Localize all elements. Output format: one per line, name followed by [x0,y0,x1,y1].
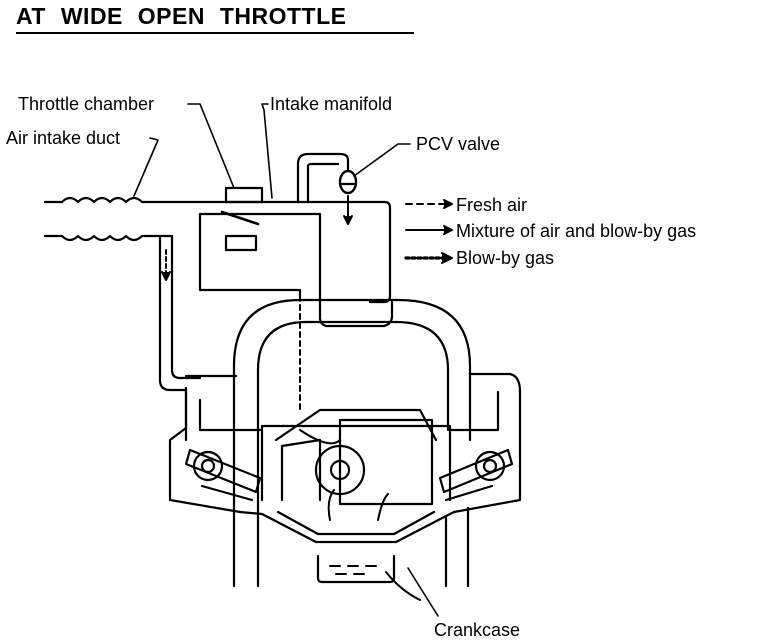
crankcase-label: Crankcase [434,620,521,640]
air-intake-duct-label: Air intake duct [6,128,121,148]
breather-hose [158,234,202,442]
legend-blow-by-gas: Blow-by gas [456,248,555,268]
legend-mixture: Mixture of air and blow-by gas [456,221,697,241]
legend-samples [404,199,453,264]
crankcase-pan [316,554,396,584]
intake-manifold-shape [198,152,394,328]
throttle-chamber-label: Throttle chamber [18,94,155,114]
leader-lines [133,103,439,617]
legend-fresh-air: Fresh air [456,195,528,215]
diagram-title: AT WIDE OPEN THROTTLE [16,2,414,34]
engine-block [168,298,522,588]
pcv-valve-label: PCV valve [416,134,501,154]
intake-manifold-label: Intake manifold [270,94,393,114]
air-intake-duct-shape [43,196,227,242]
flow-arrows [161,195,421,601]
